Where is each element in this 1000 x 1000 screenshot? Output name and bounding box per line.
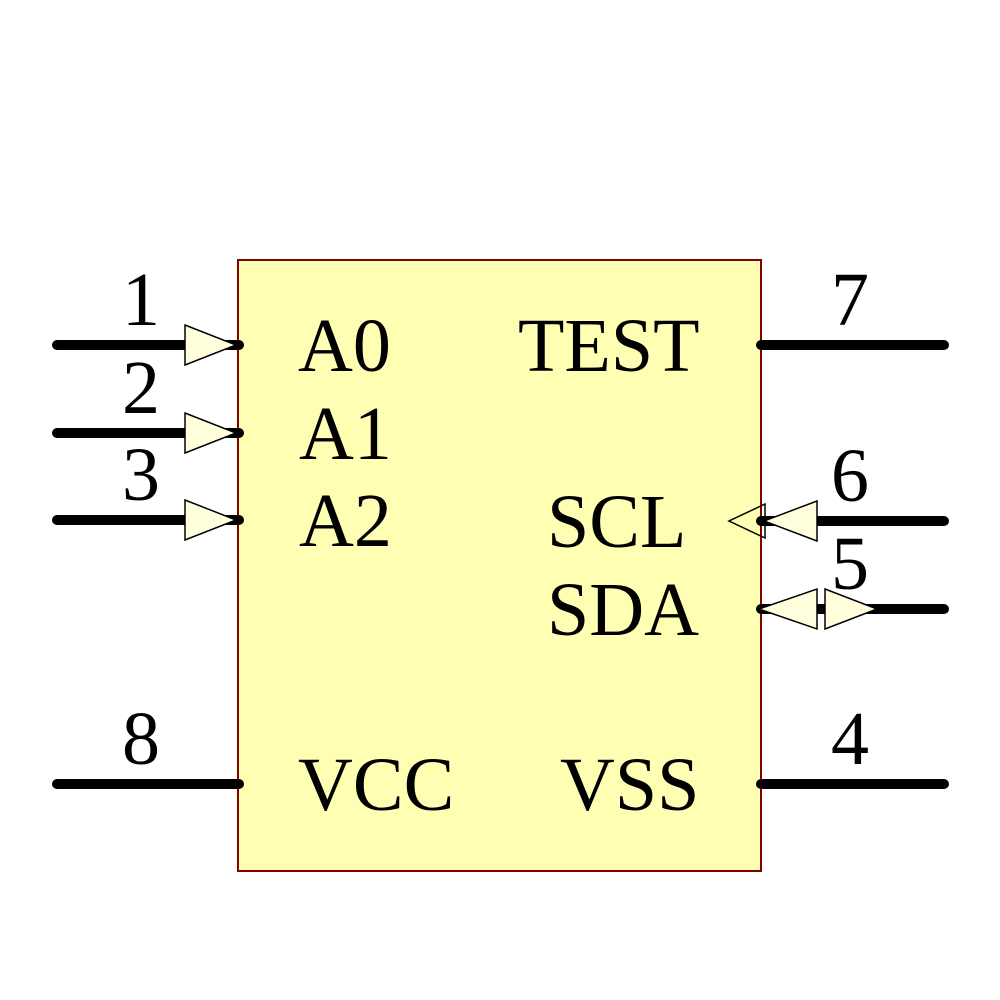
pin-6-inner-arrow-icon [727, 502, 766, 540]
pin-1-label: A0 [298, 304, 391, 388]
pin-8-label: VCC [298, 743, 454, 827]
pin-2-number: 2 [122, 346, 160, 430]
pin-4-label: VSS [560, 743, 699, 827]
pin-2-input-arrow-icon [184, 411, 239, 455]
symbol-body-border [237, 259, 762, 872]
pin-6-input-arrow-icon [761, 499, 818, 543]
pin-5-number: 5 [831, 522, 869, 606]
pin-2-label: A1 [299, 392, 392, 476]
pin-3-input-arrow-icon [184, 498, 239, 542]
pin-4-number: 4 [831, 697, 869, 781]
pin-3-number: 3 [122, 433, 160, 517]
pin-1-number: 1 [122, 258, 160, 342]
symbol-body [238, 260, 761, 871]
pin-7-number: 7 [831, 258, 869, 342]
pin-6-number: 6 [831, 434, 869, 518]
pin-5-bidir-arrow-left-icon [756, 587, 818, 631]
pin-5-label: SDA [547, 568, 699, 652]
pin-1-input-arrow-icon [184, 323, 239, 367]
pin-5-bidir-arrow-right-icon [824, 587, 880, 631]
pin-3-label: A2 [299, 479, 392, 563]
pin-7-label: TEST [518, 304, 700, 388]
pin-6-label: SCL [547, 480, 686, 564]
pin-8-number: 8 [122, 697, 160, 781]
